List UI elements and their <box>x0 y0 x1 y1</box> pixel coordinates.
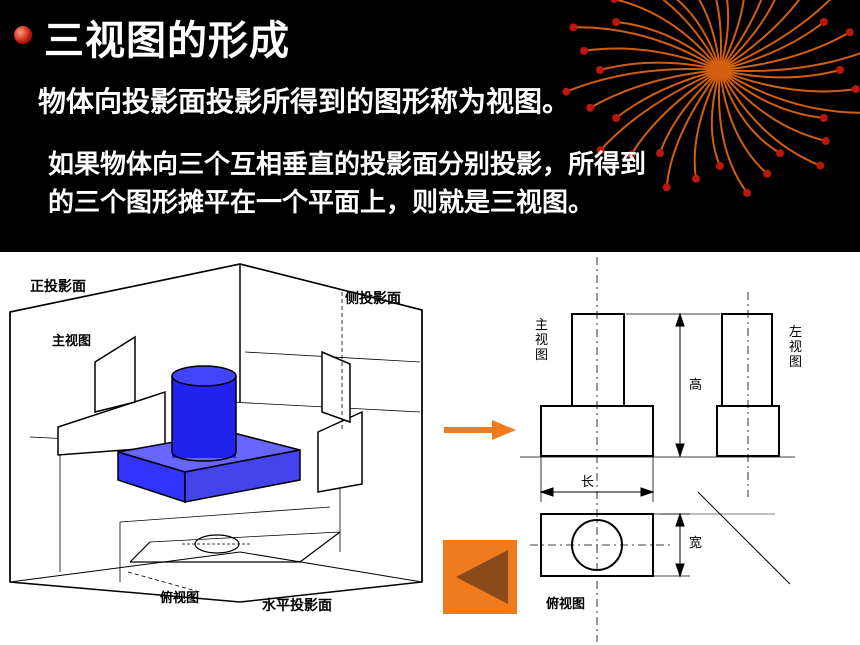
triangle-left-icon <box>456 550 508 604</box>
bullet-icon <box>14 26 32 44</box>
back-button[interactable] <box>443 540 517 614</box>
firework-ray <box>615 69 721 119</box>
paragraph-line-1: 如果物体向三个互相垂直的投影面分别投影，所得到 <box>48 150 647 180</box>
firework-dot <box>610 0 619 4</box>
slide-title: 三视图的形成 <box>44 18 290 64</box>
firework-dot <box>743 188 752 197</box>
firework-dot <box>612 114 621 122</box>
firework-ray <box>710 69 721 167</box>
firework-dot <box>821 136 830 145</box>
firework-ray <box>615 21 721 71</box>
firework-dot <box>596 146 605 155</box>
label-top-view-left: 俯视图 <box>160 591 200 606</box>
label-main-view-right: 主视图 <box>535 318 549 363</box>
firework-ray <box>719 69 826 142</box>
label-main-view-left: 主视图 <box>52 334 92 349</box>
firework-ray <box>599 69 721 151</box>
blue-solid <box>117 365 301 504</box>
label-front-plane: 正投影面 <box>30 279 86 295</box>
firework-ray <box>662 0 721 71</box>
firework-ray <box>698 0 721 71</box>
firework-dot <box>763 169 772 178</box>
firework-dot <box>662 183 671 192</box>
firework-dot <box>819 18 828 26</box>
firework-dot <box>612 18 621 26</box>
label-side-plane: 侧投影面 <box>345 291 401 307</box>
firework-ray <box>599 61 721 71</box>
firework-ray <box>719 69 821 167</box>
label-horizontal-plane: 水平投影面 <box>262 598 332 614</box>
label-height: 高 <box>689 378 703 393</box>
firework-dot <box>716 162 724 170</box>
firework-ray <box>719 0 831 71</box>
label-length: 长 <box>581 475 595 490</box>
firework-ray <box>719 69 768 175</box>
firework-ray <box>719 0 745 71</box>
firework-dot <box>580 46 589 55</box>
firework-ray <box>719 31 851 71</box>
firework-dot <box>819 114 828 122</box>
firework-ray <box>630 69 721 156</box>
firework-ray <box>717 69 748 194</box>
firework-ray <box>565 67 721 93</box>
firework-dot <box>836 66 844 74</box>
firework-ray <box>719 69 825 119</box>
firework-ray <box>715 0 723 71</box>
firework-ray <box>583 47 721 71</box>
firework-ray <box>719 69 781 154</box>
three-view-drawing <box>520 257 795 642</box>
firework-ray <box>719 0 776 71</box>
projection-diagram <box>9 257 795 642</box>
label-left-view: 左视图 <box>789 325 803 370</box>
firework-dot <box>569 23 578 32</box>
firework-ray <box>719 21 825 71</box>
firework-ray <box>719 69 860 114</box>
firework-dot <box>656 149 664 158</box>
firework-ray <box>589 69 721 109</box>
slide-subtitle: 物体向投影面投影所得到的图形称为视图。 <box>38 85 571 118</box>
firework-dot <box>845 28 854 37</box>
slide-header: 三视图的形成 物体向投影面投影所得到的图形称为视图。 如果物体向三个互相垂直的投… <box>0 0 860 252</box>
firework-ray <box>614 0 721 71</box>
arrow-right-icon <box>444 420 516 440</box>
firework-dot <box>816 161 825 170</box>
firework-ray <box>719 69 857 93</box>
firework-ray <box>693 69 721 179</box>
firework-ray <box>573 26 721 71</box>
firework-dot <box>776 149 784 158</box>
firework-ray <box>719 0 763 71</box>
paragraph-line-2: 的三个图形摊平在一个平面上，则就是三视图。 <box>48 188 595 218</box>
label-top-view-right: 俯视图 <box>546 597 586 612</box>
firework-ray <box>719 69 841 79</box>
firework-dot <box>562 87 571 96</box>
slide-paragraph: 如果物体向三个互相垂直的投影面分别投影，所得到 的三个图形摊平在一个平面上，则就… <box>48 146 838 222</box>
firework-dot <box>596 66 604 74</box>
firework-dot <box>586 103 595 112</box>
firework-dot <box>851 85 860 94</box>
firework-dot <box>627 150 636 159</box>
firework-ray <box>719 0 730 71</box>
firework-ray <box>719 52 860 73</box>
firework-ray <box>676 0 721 71</box>
firework-ray <box>719 0 801 71</box>
firework-dot <box>692 174 701 183</box>
firework-decoration <box>562 0 860 197</box>
firework-ray <box>659 69 721 154</box>
label-width: 宽 <box>689 536 703 551</box>
firework-ray <box>665 69 721 188</box>
